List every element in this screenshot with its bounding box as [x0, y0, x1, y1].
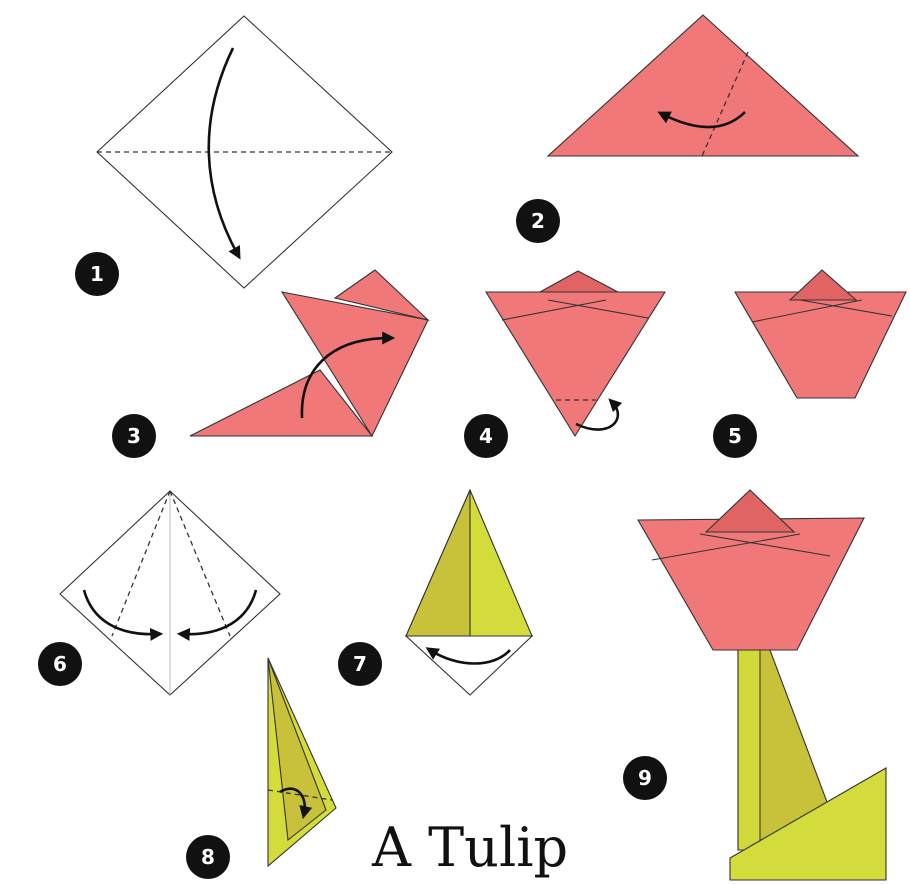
- step-number: 5: [728, 424, 742, 448]
- step-3-diagram: [190, 270, 428, 436]
- step-number: 6: [53, 652, 67, 676]
- step-5-diagram: [735, 270, 906, 398]
- step-6-diagram: [60, 491, 280, 695]
- step-badge-8: 8: [186, 835, 230, 879]
- step-number: 7: [353, 652, 367, 676]
- step-2-diagram: [548, 15, 858, 156]
- step-badge-2: 2: [516, 199, 560, 243]
- step-number: 2: [531, 209, 545, 233]
- step-badge-3: 3: [112, 414, 156, 458]
- diagram-title: A Tulip: [371, 816, 568, 879]
- step-1-diagram: [97, 16, 392, 288]
- step-badge-1: 1: [75, 252, 119, 296]
- step-number: 3: [127, 424, 141, 448]
- step-badge-6: 6: [38, 642, 82, 686]
- step-badge-9: 9: [623, 756, 667, 800]
- step-number: 9: [638, 766, 652, 790]
- step-9-diagram: [638, 490, 886, 880]
- step-number: 4: [479, 424, 493, 448]
- step-8-diagram: [268, 658, 336, 866]
- step-badge-7: 7: [338, 642, 382, 686]
- step-4-diagram: [486, 271, 665, 436]
- step-number: 8: [201, 845, 215, 869]
- step-7-diagram: [406, 490, 532, 695]
- step-number: 1: [90, 262, 104, 286]
- step-badge-5: 5: [713, 414, 757, 458]
- step-badge-4: 4: [464, 414, 508, 458]
